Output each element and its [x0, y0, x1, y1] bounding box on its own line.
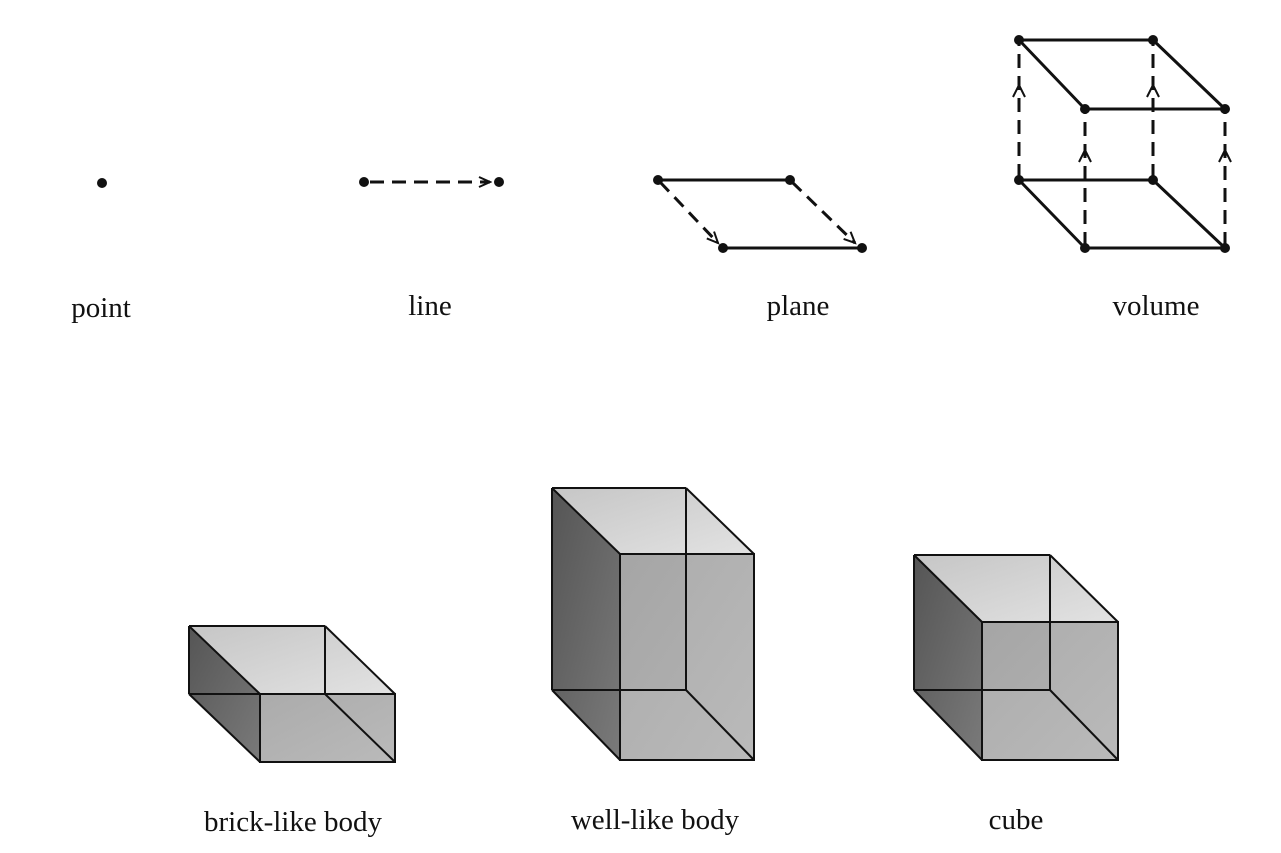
cube-label: cube: [988, 804, 1044, 836]
volume-vertex: [1148, 35, 1158, 45]
volume-vertex: [1080, 104, 1090, 114]
well-edge: [551, 487, 621, 555]
volume-up-arrowhead: [1146, 82, 1160, 98]
line-end-dot: [494, 177, 504, 187]
plane-vertex: [785, 175, 795, 185]
brick-edge: [188, 693, 261, 763]
plane-vertex: [653, 175, 663, 185]
volume-vertex: [1220, 243, 1230, 253]
brick-edge: [188, 625, 261, 695]
volume-vertex: [1080, 243, 1090, 253]
plane-vertex: [718, 243, 728, 253]
cube-hidden-edge: [1049, 689, 1119, 761]
volume-vertex: [1014, 175, 1024, 185]
line-start-dot: [359, 177, 369, 187]
brick-front-face: [260, 694, 395, 762]
well-left-face: [552, 488, 620, 760]
point-label: point: [71, 292, 131, 324]
cube-edge: [913, 554, 983, 623]
well-edge: [551, 689, 621, 761]
plane-label: plane: [766, 290, 830, 322]
line-label: line: [408, 290, 452, 322]
brick-hidden-edge: [324, 693, 396, 763]
well-like-body-figure: [551, 487, 755, 761]
cube-figure: [913, 554, 1119, 761]
brick-edge: [324, 625, 396, 695]
volume-figure: [1012, 35, 1232, 253]
point-dot: [97, 178, 107, 188]
plane-left-dashed-arrow: [658, 180, 718, 243]
point-figure: [97, 178, 107, 188]
well-edge: [685, 487, 755, 555]
brick-like-body-label: brick-like body: [204, 806, 382, 838]
cube-edge: [1049, 554, 1119, 623]
brick-top-face: [189, 626, 395, 694]
line-figure: [359, 177, 504, 187]
volume-vertex: [1220, 104, 1230, 114]
volume-vertex: [1148, 175, 1158, 185]
volume-bottom-left-edge: [1017, 178, 1087, 250]
volume-up-arrowhead: [1012, 82, 1026, 98]
volume-top-right-edge: [1151, 38, 1227, 111]
well-hidden-edge: [685, 689, 755, 761]
plane-vertex: [857, 243, 867, 253]
cube-edge: [913, 689, 983, 761]
volume-top-left-edge: [1017, 38, 1087, 111]
well-top-face: [552, 488, 754, 554]
plane-right-dashed-arrow: [790, 180, 855, 243]
volume-up-arrowhead: [1078, 147, 1092, 163]
plane-figure: [653, 175, 867, 253]
volume-vertex: [1014, 35, 1024, 45]
volume-label: volume: [1112, 290, 1200, 322]
volume-up-arrowhead: [1218, 147, 1232, 163]
volume-bottom-right-edge: [1151, 178, 1227, 250]
well-like-body-label: well-like body: [570, 804, 740, 836]
brick-like-body-figure: [188, 625, 396, 763]
